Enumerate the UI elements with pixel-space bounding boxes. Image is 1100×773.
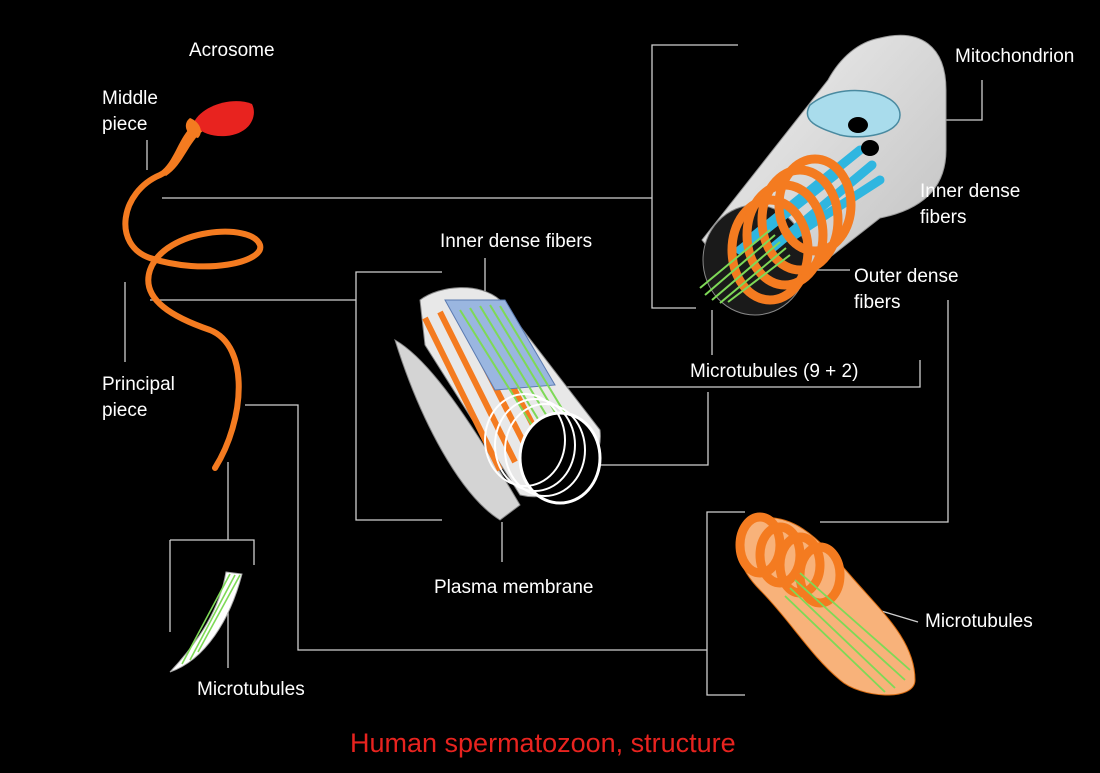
leader-microtubules-right (877, 609, 919, 623)
microtubules-tip (181, 573, 241, 665)
leader-microtubules-9-2-down (600, 392, 709, 466)
mitochondrion-shape (806, 89, 901, 138)
principal-piece-cutaway (394, 287, 602, 521)
label-microtubules-left: Microtubules (197, 679, 305, 700)
middle-piece-cutaway (699, 34, 947, 316)
label-microtubules-right: Microtubules (925, 611, 1033, 632)
bracket-principal-piece (355, 271, 442, 521)
label-principal-piece: Principal piece (102, 374, 175, 421)
microtubules-right-core (699, 229, 791, 304)
tip-body (169, 571, 243, 673)
principal-face (518, 411, 602, 505)
label-acrosome: Acrosome (189, 40, 275, 61)
end-piece-cutaway (735, 512, 916, 696)
sheath-outer (394, 338, 521, 521)
bracket-tip (170, 539, 255, 565)
fibrous-sheath-ribs (422, 303, 548, 472)
label-outer-dense-fibers: Outer dense fibers (854, 266, 959, 313)
caption-title: Human spermatozoon, structure (350, 728, 736, 758)
label-mitochondrion: Mitochondrion (955, 46, 1075, 67)
leader-microtubules-9-2 (548, 360, 921, 388)
leader-outer-dense-down (820, 300, 949, 523)
tail-path (122, 125, 264, 471)
tail-tip-cutaway (169, 571, 243, 673)
microtubules-end (784, 572, 911, 693)
mito-coil-right (727, 154, 856, 305)
bracket-middle-piece (651, 44, 738, 309)
membrane-rings (484, 393, 586, 497)
holes (848, 117, 879, 156)
label-plasma-membrane: Plasma membrane (434, 577, 594, 598)
label-inner-dense-fibers-center: Inner dense fibers (440, 231, 593, 252)
label-inner-dense-fibers-right: Inner dense fibers (920, 181, 1021, 228)
spermatozoon-illustration (122, 101, 264, 471)
label-microtubules-9-2: Microtubules (9 + 2) (690, 361, 859, 382)
leader-end-piece (245, 404, 707, 651)
label-middle-piece: Middle piece (102, 88, 158, 135)
bracket-end-piece (706, 511, 745, 696)
acrosome-shape (194, 101, 254, 137)
acrosome-neck (185, 118, 201, 138)
